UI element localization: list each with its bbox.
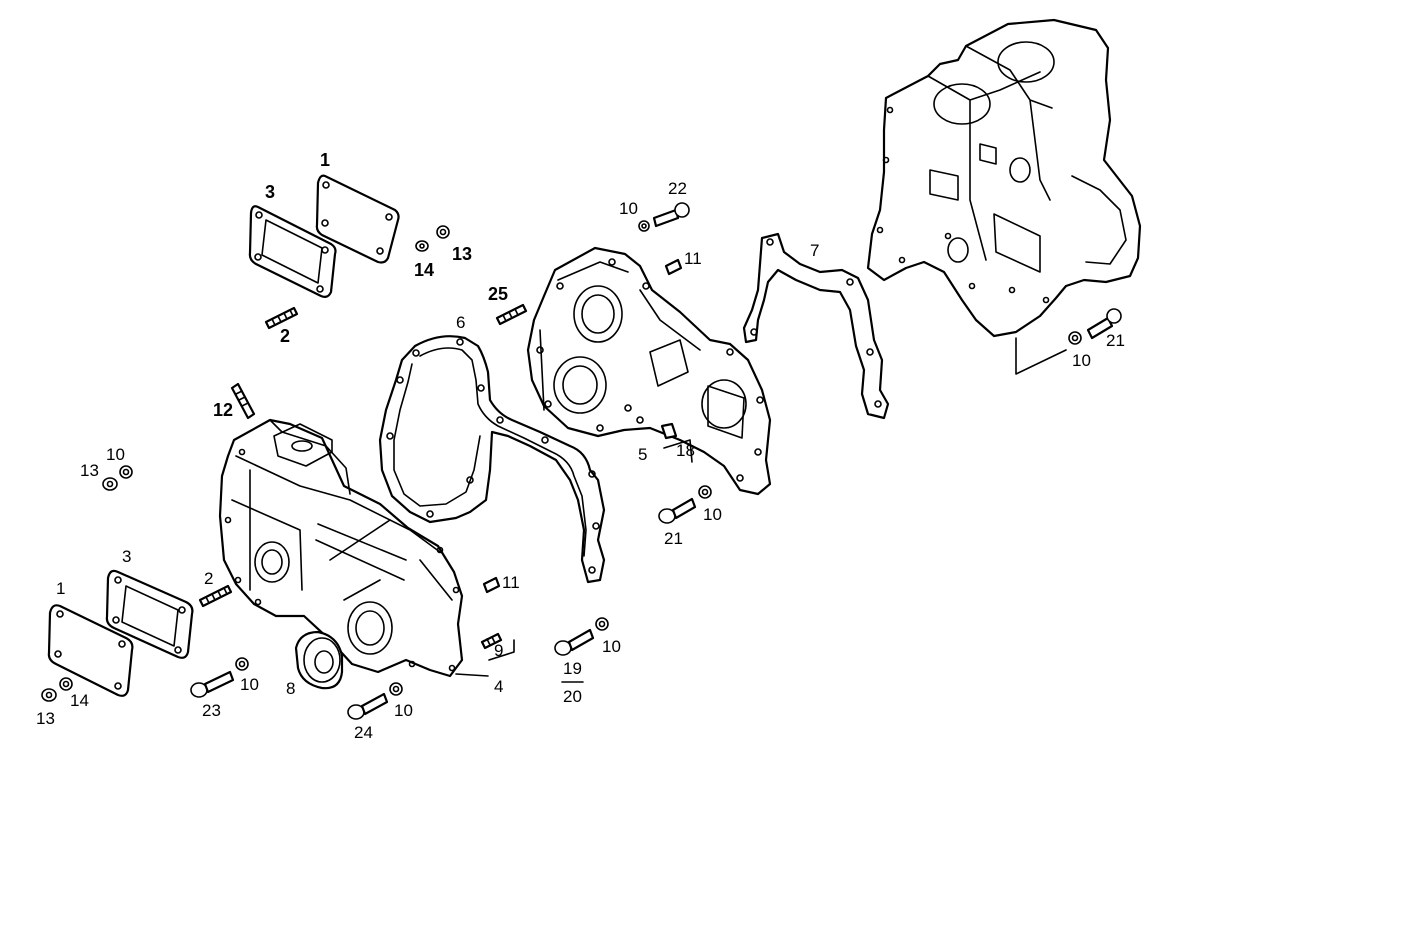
top-cover-plate: [315, 174, 400, 264]
label-18: 18: [676, 441, 695, 460]
label-7: 7: [810, 241, 819, 260]
label-1-top: 1: [320, 150, 330, 170]
label-6: 6: [456, 313, 465, 332]
label-11-mid: 11: [502, 573, 520, 592]
label-23: 23: [202, 701, 221, 720]
label-20: 20: [563, 687, 582, 706]
label-10-d: 10: [703, 505, 722, 524]
dowel-11-mid: [482, 576, 501, 594]
bolt-21-right: [1068, 308, 1122, 345]
label-3-top: 3: [265, 182, 275, 202]
leader-lines: [455, 337, 1067, 683]
label-9: 9: [494, 641, 503, 660]
stud-9: [480, 632, 503, 650]
label-22: 22: [668, 179, 687, 198]
bolt-22: [638, 202, 690, 232]
label-10-a: 10: [240, 675, 259, 694]
bottom-nut-washer: [41, 677, 73, 702]
bottom-stud-2: [198, 584, 233, 608]
top-gasket: [248, 205, 337, 298]
label-2-bottom: 2: [204, 569, 213, 588]
label-11-top: 11: [684, 249, 702, 268]
label-10-c: 10: [602, 637, 621, 656]
stud-25: [495, 303, 528, 326]
label-19: 19: [563, 659, 582, 678]
label-2-top: 2: [280, 326, 290, 346]
oil-seal-8: [294, 630, 344, 690]
bottom-gasket: [105, 569, 194, 659]
plate-5: [526, 246, 772, 496]
label-21-mid: 21: [664, 529, 683, 548]
left-nut-washer: [102, 465, 133, 491]
label-10-left: 10: [106, 445, 125, 464]
label-10-right: 10: [1072, 351, 1091, 370]
gasket-7: [742, 232, 890, 420]
label-8: 8: [286, 679, 295, 698]
top-nut-washer: [415, 225, 450, 252]
label-14-top: 14: [414, 260, 434, 280]
stud-12: [230, 382, 256, 420]
dowel-18: [660, 422, 678, 440]
label-25: 25: [488, 284, 508, 304]
label-12: 12: [213, 400, 233, 420]
dowel-11-top: [664, 258, 683, 276]
bolt-19-20: [554, 617, 609, 656]
part-labels: 1 3 14 13 2 25 6 12 10 13 3 1 2 8 13 14 …: [36, 150, 1125, 742]
bottom-cover-plate: [47, 604, 134, 697]
label-10-b: 10: [394, 701, 413, 720]
label-13-left: 13: [80, 461, 99, 480]
label-1-bottom: 1: [56, 579, 65, 598]
label-13-bottom: 13: [36, 709, 55, 728]
top-stud: [264, 306, 299, 330]
label-3-bottom: 3: [122, 547, 131, 566]
bolt-21-mid: [658, 485, 712, 524]
bolt-23: [190, 657, 249, 698]
bolt-24: [347, 682, 403, 720]
front-cover-4: [218, 418, 464, 678]
label-10-e: 10: [619, 199, 638, 218]
label-13-top: 13: [452, 244, 472, 264]
label-4: 4: [494, 677, 503, 696]
engine-block: [866, 18, 1142, 338]
label-5: 5: [638, 445, 647, 464]
gasket-6: [378, 335, 606, 584]
label-14-bottom: 14: [70, 691, 89, 710]
label-21-right: 21: [1106, 331, 1125, 350]
label-24: 24: [354, 723, 373, 742]
